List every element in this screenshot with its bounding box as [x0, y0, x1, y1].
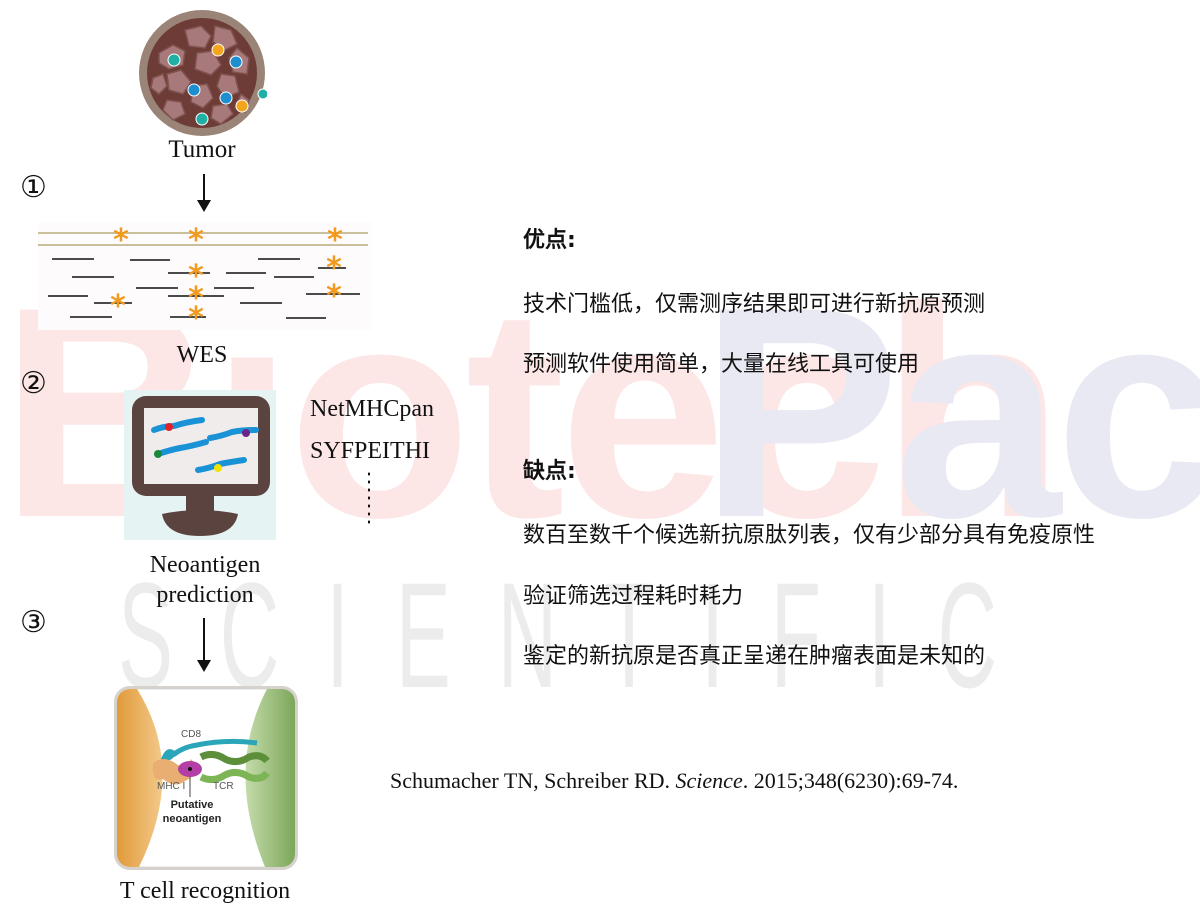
svg-text:*: *: [113, 223, 129, 258]
cons-item: 鉴定的新抗原是否真正呈递在肿瘤表面是未知的: [523, 644, 986, 669]
citation-journal: Science: [675, 768, 743, 793]
cd8-label: CD8: [181, 729, 202, 740]
svg-text:*: *: [326, 279, 342, 314]
t-cell-recognition-label: T cell recognition: [119, 878, 291, 904]
tumor-label: Tumor: [168, 136, 236, 163]
step-3-marker: ③: [20, 605, 47, 640]
neoantigen-label: neoantigen: [162, 813, 222, 825]
tcr-label: TCR: [213, 781, 234, 792]
citation: Schumacher TN, Schreiber RD. Science. 20…: [390, 768, 958, 794]
pros-item: 预测软件使用简单，大量在线工具可使用: [523, 352, 920, 377]
step-2-marker: ②: [20, 366, 47, 401]
tool-syfpeithi: SYFPEITHI: [310, 438, 431, 464]
t-cell-recognition-figure: CD8 MHC I TCR Putative neoantigen: [114, 686, 298, 870]
tool-netmhcpan: NetMHCpan: [310, 396, 434, 422]
svg-text:*: *: [188, 259, 204, 294]
svg-text:*: *: [327, 223, 343, 258]
pros-item: 技术门槛低，仅需测序结果即可进行新抗原预测: [523, 292, 986, 317]
tumor-icon: [139, 10, 267, 136]
cons-item: 验证筛选过程耗时耗力: [523, 584, 744, 609]
step-1-marker: ①: [20, 170, 47, 205]
svg-text:*: *: [188, 281, 204, 316]
computer-monitor-icon: [124, 390, 276, 540]
wes-reads-icon: * * * * * * * * *: [38, 222, 372, 330]
arrow-down-icon: [197, 618, 211, 672]
svg-text:*: *: [110, 289, 126, 324]
arrow-down-icon: [197, 174, 211, 212]
cons-heading: 缺点:: [523, 459, 576, 484]
pros-heading: 优点:: [523, 228, 576, 253]
mhc-label: MHC I: [157, 781, 186, 792]
watermark-pack: Pack: [700, 244, 1200, 580]
svg-text:*: *: [326, 251, 342, 286]
tcr-mhc-icon: [117, 689, 295, 867]
citation-authors: Schumacher TN, Schreiber RD.: [390, 768, 671, 793]
cons-item: 数百至数千个候选新抗原肽列表，仅有少部分具有免疫原性: [523, 523, 1096, 548]
svg-text:*: *: [188, 301, 204, 330]
prediction-label-line1: Neoantigen: [149, 552, 261, 578]
prediction-label-line2: prediction: [156, 582, 254, 608]
putative-label: Putative: [170, 799, 214, 811]
svg-text:*: *: [188, 223, 204, 258]
wes-label: WES: [176, 342, 228, 368]
citation-details: . 2015;348(6230):69-74.: [742, 768, 959, 793]
more-tools-ellipsis: [368, 470, 370, 524]
watermark-scientific: SCIENTIFIC: [118, 551, 1044, 719]
